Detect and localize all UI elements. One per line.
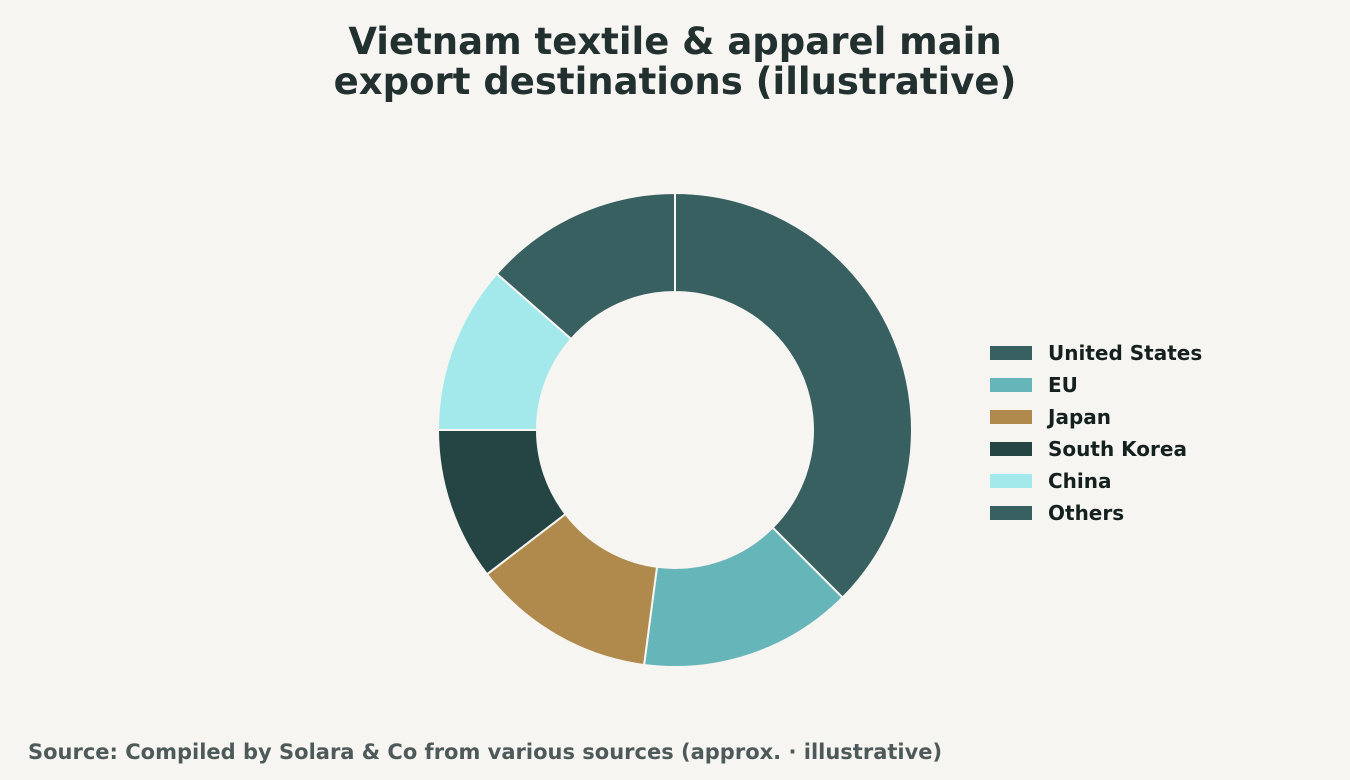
source-note: Source: Compiled by Solara & Co from var… <box>28 740 943 764</box>
legend-label: Japan <box>1048 405 1111 429</box>
legend-label: China <box>1048 469 1112 493</box>
legend-swatch <box>990 378 1032 392</box>
legend-label: EU <box>1048 373 1078 397</box>
legend-label: Others <box>1048 501 1125 525</box>
legend-swatch <box>990 442 1032 456</box>
legend-item-south-korea: South Korea <box>990 433 1202 465</box>
chart-title: Vietnam textile & apparel main export de… <box>0 22 1350 102</box>
legend-item-china: China <box>990 465 1202 497</box>
legend-item-eu: EU <box>990 369 1202 401</box>
slice-others <box>495 191 676 341</box>
chart-title-line-1: Vietnam textile & apparel main <box>348 20 1002 63</box>
legend-swatch <box>990 506 1032 520</box>
chart-title-line-2: export destinations (illustrative) <box>333 60 1017 103</box>
slice-united-states <box>674 191 913 599</box>
legend-item-others: Others <box>990 497 1202 529</box>
legend-item-united-states: United States <box>990 337 1202 369</box>
legend-swatch <box>990 410 1032 424</box>
legend-swatch <box>990 346 1032 360</box>
legend-label: South Korea <box>1048 437 1187 461</box>
legend-label: United States <box>1048 341 1203 365</box>
legend-item-japan: Japan <box>990 401 1202 433</box>
legend-swatch <box>990 474 1032 488</box>
